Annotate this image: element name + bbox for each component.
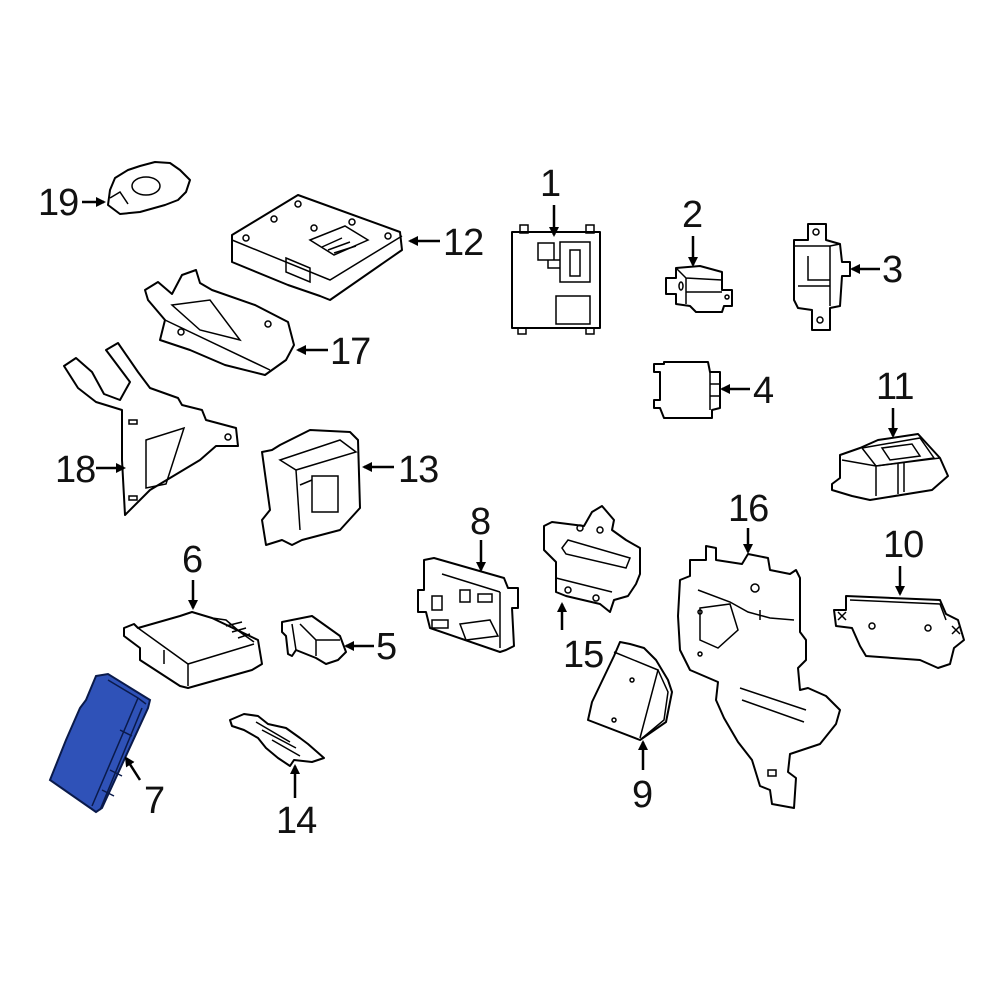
callout-4: 4 — [753, 370, 774, 412]
callout-8: 8 — [470, 501, 491, 543]
part-10-control-module[interactable] — [833, 566, 965, 669]
callout-2: 2 — [682, 194, 703, 236]
part-18-mounting-bracket[interactable] — [63, 342, 239, 516]
part-1-body-control-module[interactable] — [511, 205, 601, 335]
part-19-retainer-clip[interactable] — [82, 161, 191, 215]
part-16-mounting-bracket[interactable] — [677, 528, 841, 809]
callout-13: 13 — [398, 449, 439, 491]
callout-11: 11 — [876, 366, 914, 408]
callout-1: 1 — [540, 163, 561, 205]
part-14-bracket[interactable] — [229, 713, 325, 798]
callout-15: 15 — [563, 634, 604, 676]
part-13-control-module[interactable] — [261, 429, 394, 546]
callout-18: 18 — [55, 449, 96, 491]
part-5-connector-module[interactable] — [281, 615, 374, 665]
callout-3: 3 — [882, 249, 903, 291]
callout-16: 16 — [728, 488, 769, 530]
callout-14: 14 — [276, 800, 317, 842]
part-12-control-module[interactable] — [231, 194, 440, 301]
callout-19: 19 — [38, 182, 79, 224]
callout-5: 5 — [376, 626, 397, 668]
callout-7: 7 — [144, 780, 165, 822]
part-3-module[interactable] — [793, 223, 880, 331]
part-17-bracket[interactable] — [144, 269, 328, 376]
callout-12: 12 — [443, 222, 484, 264]
part-8-module-board[interactable] — [417, 540, 519, 653]
callout-17: 17 — [330, 331, 371, 373]
part-7-control-module-highlighted[interactable] — [48, 672, 152, 814]
part-9-control-module[interactable] — [587, 641, 673, 770]
part-2-relay-module[interactable] — [665, 236, 733, 313]
part-15-bracket[interactable] — [543, 505, 641, 630]
callout-9: 9 — [632, 774, 653, 816]
callout-10: 10 — [883, 524, 924, 566]
part-4-small-module[interactable] — [653, 361, 750, 419]
part-6-control-module[interactable] — [123, 580, 263, 689]
part-11-control-module[interactable] — [831, 408, 949, 501]
callout-6: 6 — [182, 539, 203, 581]
